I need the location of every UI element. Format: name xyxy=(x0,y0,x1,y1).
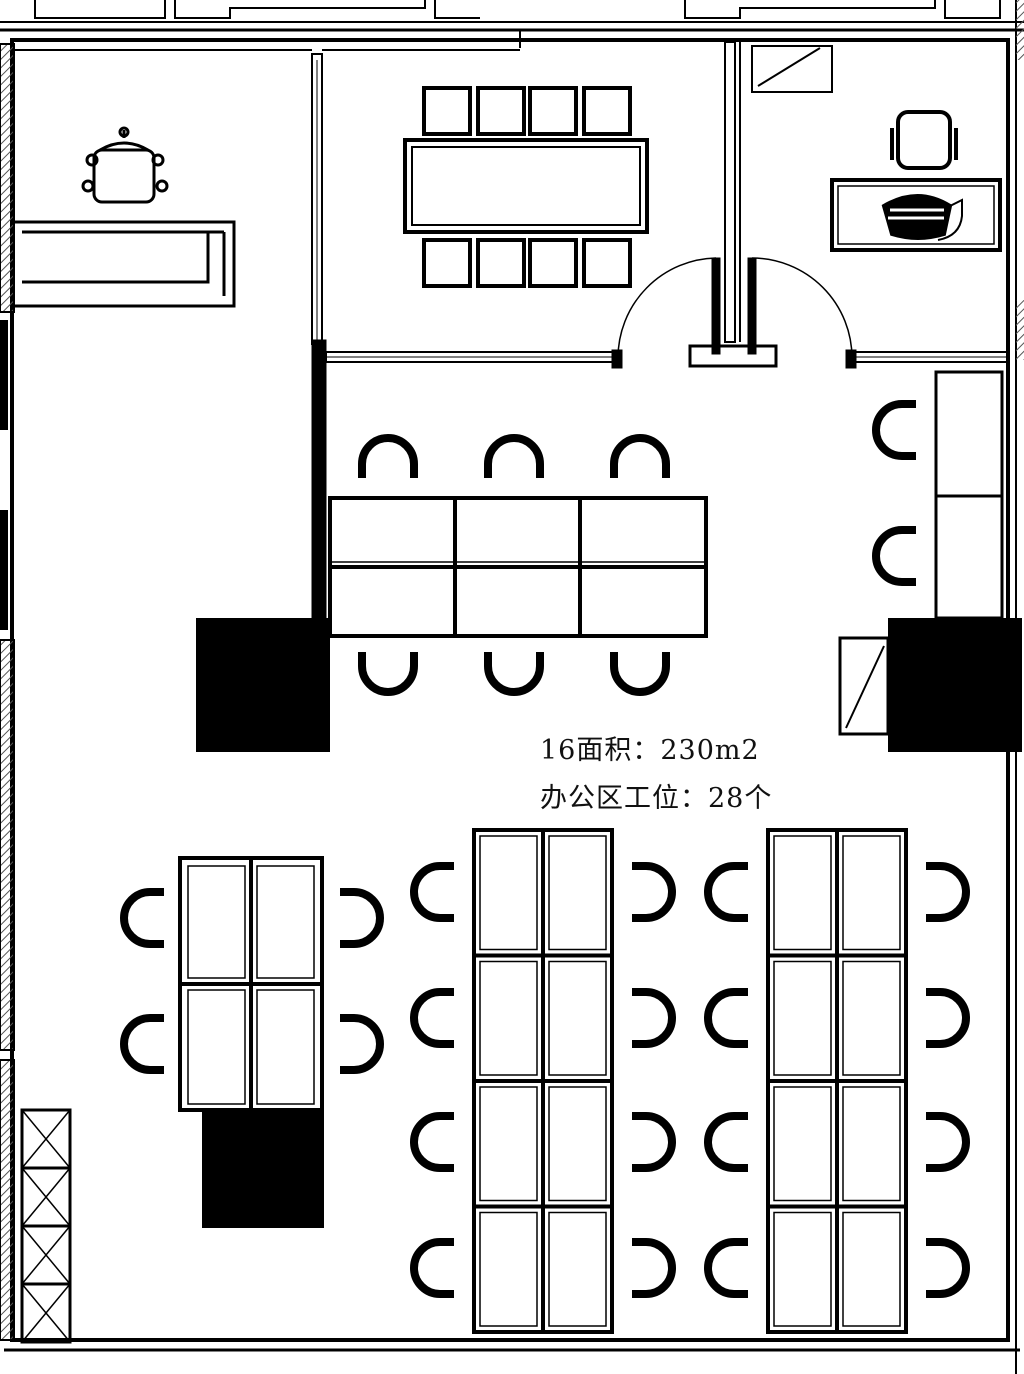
desk xyxy=(479,960,538,1076)
work-chair xyxy=(704,1238,748,1298)
work-chair xyxy=(926,862,970,922)
storage-box xyxy=(20,1108,72,1170)
central-desk-pod xyxy=(328,496,708,638)
storage-box xyxy=(20,1282,72,1344)
desk xyxy=(548,1211,607,1327)
desk xyxy=(548,1086,607,1202)
work-chair xyxy=(120,1014,164,1074)
meeting-chair xyxy=(476,238,526,288)
left-wall-hatch xyxy=(0,0,1024,1341)
work-chair xyxy=(484,434,544,478)
work-chair xyxy=(926,1112,970,1172)
reception-desk xyxy=(14,220,236,308)
desk-cluster-right xyxy=(766,828,908,1334)
desk xyxy=(479,835,538,951)
storage-box xyxy=(20,1166,72,1228)
work-chair xyxy=(340,888,384,948)
meeting-chair xyxy=(422,238,472,288)
right-cabinets xyxy=(838,370,1004,736)
office-desk xyxy=(830,178,1002,252)
work-chair xyxy=(410,862,454,922)
meeting-chair xyxy=(528,238,578,288)
desk xyxy=(548,960,607,1076)
work-chair xyxy=(872,400,916,460)
work-chair xyxy=(484,652,544,696)
desk xyxy=(773,960,832,1076)
work-chair xyxy=(926,988,970,1048)
work-chair xyxy=(358,434,418,478)
desk-cluster-middle xyxy=(472,828,614,1334)
desk xyxy=(548,835,607,951)
desk xyxy=(842,1211,901,1327)
meeting-chair xyxy=(422,86,472,136)
work-chair xyxy=(410,1112,454,1172)
meeting-chairs xyxy=(422,86,632,288)
office-chair xyxy=(881,110,963,241)
office-door-small xyxy=(751,45,833,93)
desk xyxy=(842,960,901,1076)
left-desk-cluster xyxy=(178,856,324,1112)
meeting-chair xyxy=(476,86,526,136)
meeting-chair xyxy=(528,86,578,136)
work-chairs xyxy=(120,400,970,1298)
work-chair xyxy=(610,434,670,478)
work-chair xyxy=(704,862,748,922)
work-chair xyxy=(610,652,670,696)
work-chair xyxy=(872,526,916,586)
meeting-chair xyxy=(582,238,632,288)
meeting-table xyxy=(403,138,649,234)
work-chair xyxy=(358,652,418,696)
desk xyxy=(842,835,901,951)
storage-box xyxy=(20,1224,72,1286)
area-label: 16面积：230m2 xyxy=(540,735,760,766)
work-chair xyxy=(410,988,454,1048)
desk xyxy=(773,1211,832,1327)
work-chair xyxy=(632,862,676,922)
work-chair xyxy=(410,1238,454,1298)
structural-columns xyxy=(196,618,1022,1228)
desk xyxy=(773,835,832,951)
double-door xyxy=(611,257,857,369)
interior-partitions xyxy=(12,41,1009,641)
desk xyxy=(773,1086,832,1202)
storage-cabinets xyxy=(20,1108,72,1344)
meeting-chair xyxy=(582,86,632,136)
work-chair xyxy=(632,1112,676,1172)
desk xyxy=(842,1086,901,1202)
work-chair xyxy=(926,1238,970,1298)
work-chair xyxy=(632,988,676,1048)
desk xyxy=(479,1211,538,1327)
reception-chair xyxy=(81,126,169,204)
work-chair xyxy=(340,1014,384,1074)
desk xyxy=(479,1086,538,1202)
top-window-frames xyxy=(34,0,1001,48)
work-chair xyxy=(704,988,748,1048)
workstation-count-label: 办公区工位：28个 xyxy=(540,783,773,814)
work-chair xyxy=(120,888,164,948)
work-chair xyxy=(704,1112,748,1172)
work-chair xyxy=(632,1238,676,1298)
